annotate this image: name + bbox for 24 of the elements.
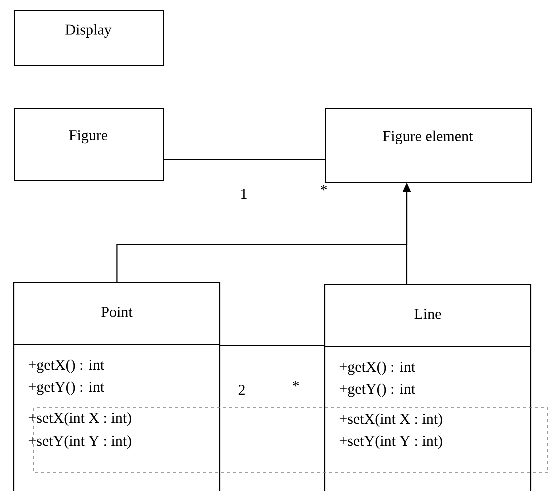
class-box bbox=[13, 282, 221, 491]
class-name: Line bbox=[414, 309, 442, 320]
class-box bbox=[14, 108, 164, 182]
class-box bbox=[325, 108, 532, 184]
method-text: +setX(int X : int) bbox=[340, 414, 442, 428]
multiplicity-label: 2 bbox=[238, 385, 245, 395]
multiplicity-label: * bbox=[321, 185, 328, 191]
class-name: Point bbox=[102, 307, 133, 318]
method-text: +getY() : int bbox=[28, 382, 104, 396]
method-text: +getX() : int bbox=[340, 362, 416, 376]
method-text: +setX(int X : int) bbox=[28, 412, 132, 426]
method-text: +setY(int Y : int) bbox=[340, 436, 442, 450]
method-text: +setY(int Y : int) bbox=[28, 436, 132, 450]
association-line bbox=[220, 345, 325, 347]
multiplicity-label: 1 bbox=[242, 189, 247, 199]
multiplicity-label: * bbox=[293, 381, 300, 387]
association-line bbox=[164, 159, 325, 161]
method-text: +getX() : int bbox=[28, 360, 104, 374]
class-name: Display bbox=[66, 24, 112, 38]
class-box bbox=[324, 284, 532, 491]
class-name: Figure element bbox=[383, 130, 474, 145]
class-box bbox=[14, 10, 164, 66]
method-text: +getY() : int bbox=[340, 384, 416, 398]
class-name: Figure bbox=[69, 130, 108, 144]
